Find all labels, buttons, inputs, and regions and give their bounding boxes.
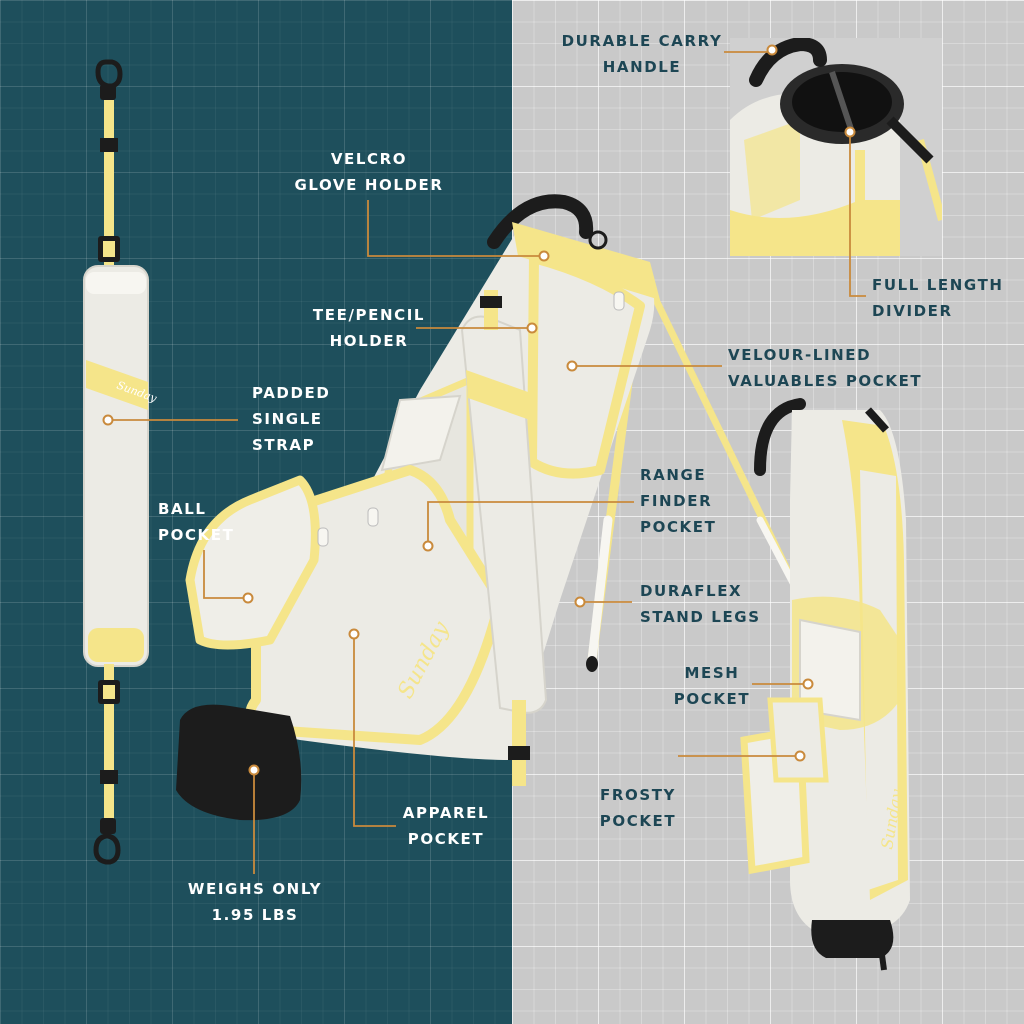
callout-leader-lines [108,51,866,874]
label-frosty-pocket: FROSTY POCKET [599,786,677,830]
shoulder-strap-image: Sunday [83,59,159,865]
label-tee-pencil-holder: TEE/PENCIL HOLDER [312,306,426,350]
leader-full-length-divider [849,132,866,297]
label-full-length-divider: FULL LENGTH DIVIDER [872,276,1004,320]
label-duraflex-stand-legs: DURAFLEX STAND LEGS [640,582,761,626]
label-durable-carry-handle: DURABLE CARRY HANDLE [561,32,723,76]
leader-apparel-pocket [353,634,396,827]
carry-handle-inset-image [730,38,942,256]
side-bag-image: Sunday [740,398,910,971]
label-velour-lined-valuables-pocket: VELOUR-LINED VALUABLES POCKET [728,346,923,390]
label-mesh-pocket: MESH POCKET [673,664,751,708]
label-apparel-pocket: APPAREL POCKET [402,804,490,848]
label-range-finder-pocket: RANGE FINDER POCKET [640,466,717,536]
leader-velcro-glove-holder [367,200,544,257]
label-ball-pocket: BALL POCKET [158,500,235,544]
main-bag-image: Sunday [176,194,809,821]
leader-range-finder-pocket [427,501,634,546]
label-padded-single-strap: PADDED SINGLE STRAP [252,384,331,454]
leader-ball-pocket [203,550,248,599]
callout-anchor-dots [102,44,856,776]
label-weighs-only: WEIGHS ONLY 1.95 LBS [187,880,323,924]
label-velcro-glove-holder: VELCRO GLOVE HOLDER [294,150,444,194]
